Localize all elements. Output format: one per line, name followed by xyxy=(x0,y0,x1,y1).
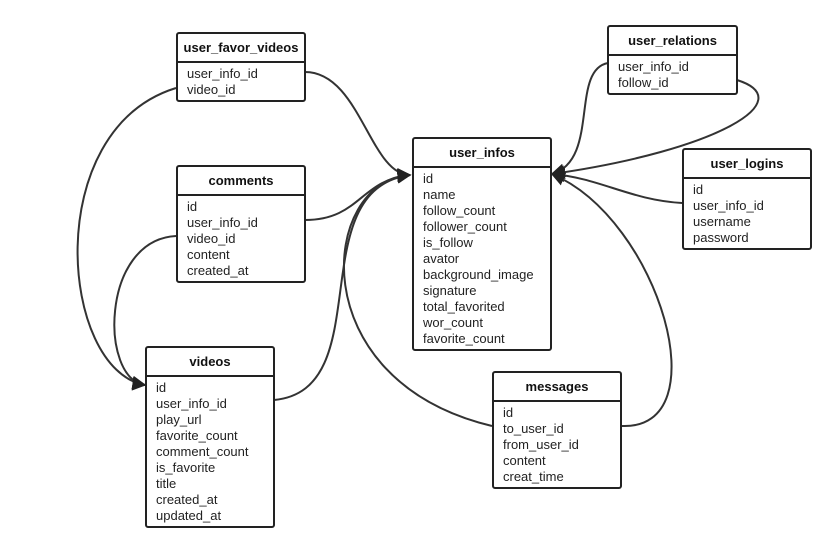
relation-videos-user-info-id-to-user-infos-id xyxy=(273,169,412,401)
relation-user-relations-follow-id-to-user-infos-id xyxy=(550,79,760,180)
field-is-favorite: is_favorite xyxy=(156,460,216,475)
relation-user-favor-videos-video-id-to-videos-id xyxy=(76,87,177,390)
field-name: name xyxy=(423,187,456,202)
field-list: id name follow_count follower_count is_f… xyxy=(414,168,550,349)
field-list: id to_user_id from_user_id content creat… xyxy=(494,402,620,487)
entity-title: videos xyxy=(147,348,273,377)
field-video-id: video_id xyxy=(187,82,236,97)
field-user-info-id: user_info_id xyxy=(187,66,258,81)
entity-comments[interactable]: comments id user_info_id video_id conten… xyxy=(176,165,306,283)
field-password: password xyxy=(693,230,749,245)
relation-user-relations-user-info-id-to-user-infos-id xyxy=(550,62,609,178)
entity-videos[interactable]: videos id user_info_id play_url favorite… xyxy=(145,346,275,528)
field-from-user-id: from_user_id xyxy=(503,437,579,452)
entity-user-relations[interactable]: user_relations user_info_id follow_id xyxy=(607,25,738,95)
entity-title: comments xyxy=(178,167,304,196)
field-list: id user_info_id video_id content created… xyxy=(178,196,304,281)
field-id: id xyxy=(503,405,514,420)
relation-messages-to-user-id-to-user-infos-id xyxy=(342,168,493,427)
entity-title: user_logins xyxy=(684,150,810,179)
entity-title: user_favor_videos xyxy=(178,34,304,63)
entity-title: user_relations xyxy=(609,27,736,56)
field-created-at: created_at xyxy=(156,492,218,507)
field-wor-count: wor_count xyxy=(423,315,483,330)
field-id: id xyxy=(423,171,434,186)
field-background-image: background_image xyxy=(423,267,534,282)
relation-comments-video-id-to-videos-id xyxy=(113,235,177,391)
entity-title: messages xyxy=(494,373,620,402)
field-favorite-count: favorite_count xyxy=(156,428,238,443)
field-title: title xyxy=(156,476,177,491)
entity-messages[interactable]: messages id to_user_id from_user_id cont… xyxy=(492,371,622,489)
field-user-info-id: user_info_id xyxy=(693,198,764,213)
field-avator: avator xyxy=(423,251,460,266)
field-updated-at: updated_at xyxy=(156,508,222,523)
field-user-info-id: user_info_id xyxy=(618,59,689,74)
entity-user-logins[interactable]: user_logins id user_info_id username pas… xyxy=(682,148,812,250)
field-username: username xyxy=(693,214,751,229)
field-user-info-id: user_info_id xyxy=(187,215,258,230)
field-video-id: video_id xyxy=(187,231,236,246)
field-user-info-id: user_info_id xyxy=(156,396,227,411)
field-follower-count: follower_count xyxy=(423,219,507,234)
field-created-at: created_at xyxy=(187,263,249,278)
field-follow-count: follow_count xyxy=(423,203,496,218)
field-signature: signature xyxy=(423,283,477,298)
field-id: id xyxy=(156,380,167,395)
relation-user-logins-user-info-id-to-user-infos-id xyxy=(550,168,683,204)
field-follow-id: follow_id xyxy=(618,75,669,90)
field-list: user_info_id video_id xyxy=(178,63,304,100)
field-content: content xyxy=(503,453,546,468)
field-favorite-count: favorite_count xyxy=(423,331,505,346)
field-list: id user_info_id play_url favorite_count … xyxy=(147,377,273,526)
entity-user-favor-videos[interactable]: user_favor_videos user_info_id video_id xyxy=(176,32,306,102)
field-total-favorited: total_favorited xyxy=(423,299,505,314)
field-id: id xyxy=(693,182,704,197)
entity-title: user_infos xyxy=(414,139,550,168)
relation-messages-from-user-id-to-user-infos-id xyxy=(550,172,673,428)
relation-user-favor-videos-user-info-id-to-user-infos-id xyxy=(304,71,412,182)
field-id: id xyxy=(187,199,198,214)
entity-user-infos[interactable]: user_infos id name follow_count follower… xyxy=(412,137,552,351)
field-comment-count: comment_count xyxy=(156,444,249,459)
field-list: id user_info_id username password xyxy=(684,179,810,248)
field-play-url: play_url xyxy=(156,412,202,427)
field-content: content xyxy=(187,247,230,262)
field-creat-time: creat_time xyxy=(503,469,564,484)
field-is-follow: is_follow xyxy=(423,235,473,250)
field-list: user_info_id follow_id xyxy=(609,56,736,93)
field-to-user-id: to_user_id xyxy=(503,421,564,436)
